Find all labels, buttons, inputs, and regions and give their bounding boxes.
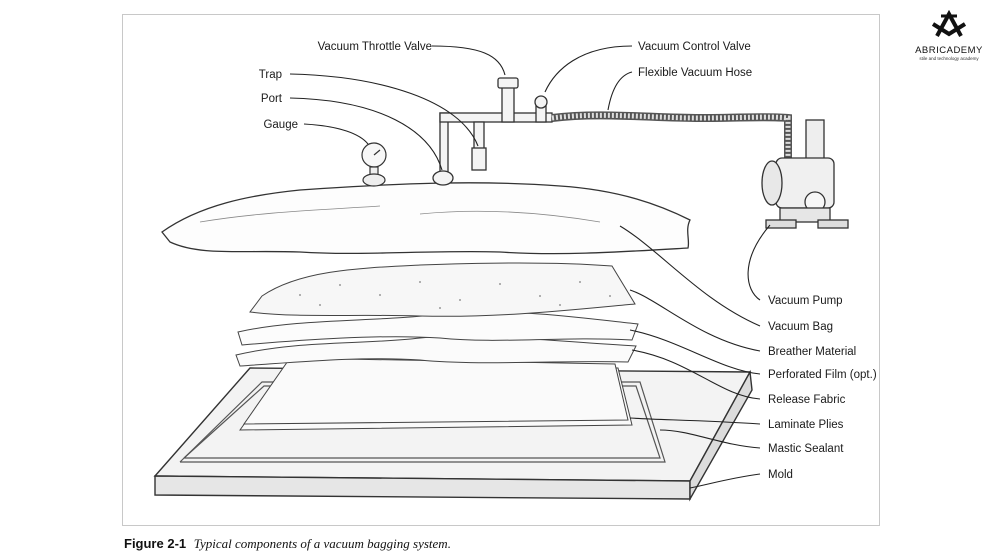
label-vacuum-pump: Vacuum Pump	[768, 295, 843, 307]
label-flexible-vacuum-hose: Flexible Vacuum Hose	[638, 67, 752, 79]
label-perforated-film: Perforated Film (opt.)	[768, 369, 877, 381]
flexible-vacuum-hose	[551, 111, 792, 160]
abricademy-logo: ABRICADEMY stile and technology academy	[908, 9, 990, 61]
vacuum-bagging-diagram: Vacuum Throttle Valve Vacuum Control Val…	[153, 41, 877, 502]
figure-caption: Figure 2-1 Typical components of a vacuu…	[124, 536, 451, 552]
label-breather-material: Breather Material	[768, 346, 856, 358]
gauge-icon	[361, 142, 387, 187]
leader-lines	[289, 45, 771, 489]
label-release-fabric: Release Fabric	[768, 394, 846, 406]
figure-number: Figure 2-1	[124, 536, 187, 551]
logo-brand: ABRICADEMY	[915, 45, 983, 56]
figure-caption-text: Typical components of a vacuum bagging s…	[193, 536, 451, 551]
label-vacuum-throttle-valve: Vacuum Throttle Valve	[318, 41, 432, 53]
vacuum-pump-icon	[761, 119, 849, 229]
port-base	[432, 170, 454, 186]
trap-pipe	[473, 121, 485, 151]
logo-mark-icon	[931, 9, 967, 37]
logo-tagline: stile and technology academy	[919, 56, 979, 61]
label-laminate-plies: Laminate Plies	[768, 419, 844, 431]
perforated-film	[237, 311, 639, 346]
laminate-plies	[239, 357, 633, 431]
label-port: Port	[261, 93, 283, 105]
breather-material	[249, 262, 636, 317]
throttle-valve-body	[501, 83, 515, 123]
release-fabric	[235, 335, 637, 367]
label-vacuum-bag: Vacuum Bag	[768, 321, 833, 333]
mastic-sealant	[179, 381, 666, 463]
label-gauge: Gauge	[263, 119, 298, 131]
label-mold: Mold	[768, 469, 793, 481]
label-vacuum-control-valve: Vacuum Control Valve	[638, 41, 751, 53]
vacuum-bag	[161, 182, 691, 255]
vacuum-plumbing	[432, 77, 553, 186]
label-trap: Trap	[259, 69, 282, 81]
trap-canister	[471, 147, 487, 171]
control-valve-knob	[534, 95, 548, 109]
label-mastic-sealant: Mastic Sealant	[768, 443, 844, 455]
throttle-valve-cap	[497, 77, 519, 89]
